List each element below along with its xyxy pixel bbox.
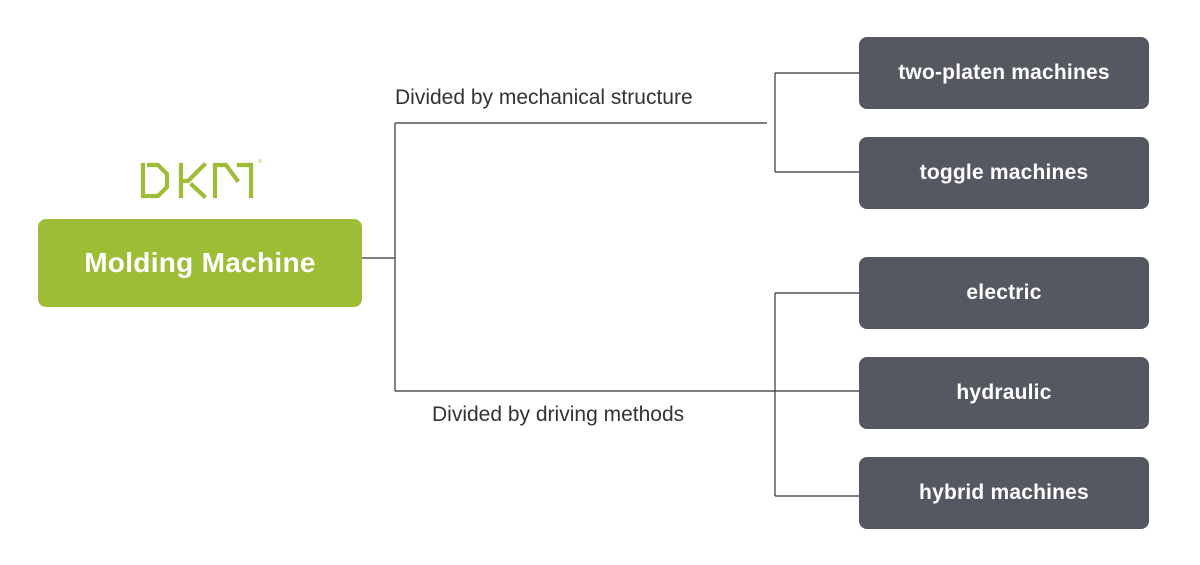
leaf-node-hybrid-machines: hybrid machines — [859, 457, 1149, 529]
leaf-node-hydraulic: hydraulic — [859, 357, 1149, 429]
leaf-node-label: electric — [966, 281, 1042, 304]
svg-text:®: ® — [258, 158, 262, 165]
leaf-node-two-platen-machines: two-platen machines — [859, 37, 1149, 109]
leaf-node-label: hybrid machines — [919, 481, 1089, 504]
leaf-node-electric: electric — [859, 257, 1149, 329]
branch-label-mechanical-structure: Divided by mechanical structure — [395, 86, 693, 109]
leaf-node-label: two-platen machines — [898, 61, 1110, 84]
leaf-node-label: toggle machines — [919, 161, 1089, 184]
branch-label-driving-methods: Divided by driving methods — [432, 403, 685, 426]
dkm-logo: ® — [140, 158, 262, 199]
root-node-label: Molding Machine — [84, 247, 316, 278]
leaf-node-label: hydraulic — [956, 381, 1052, 404]
leaf-node-toggle-machines: toggle machines — [859, 137, 1149, 209]
root-node-molding-machine: Molding Machine — [38, 219, 362, 307]
